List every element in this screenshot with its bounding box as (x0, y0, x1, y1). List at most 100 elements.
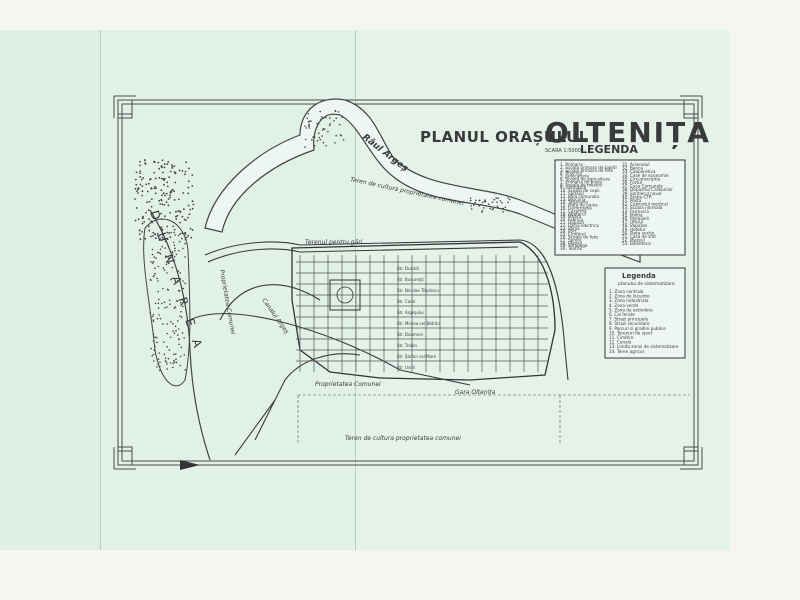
island-dot (180, 346, 183, 349)
legend-entry: 38. Depozitul Carbunilor (622, 187, 673, 192)
island-dot (178, 290, 181, 292)
marsh-dot (304, 146, 306, 148)
island-dot (173, 260, 175, 262)
island-dot (179, 315, 181, 317)
island-dot (172, 353, 175, 356)
legend-entry: 5. Judecatoria (560, 174, 589, 179)
arges-river (204, 98, 641, 263)
street-name: Str. Traian (397, 343, 417, 348)
legend-entry: 15. Piata de paine (560, 203, 598, 208)
island-dot (166, 368, 168, 370)
marsh-dot (166, 225, 169, 228)
island-dot (161, 233, 164, 236)
island-dot (182, 280, 184, 282)
legend-entry: 3. Scoala primara de fete (560, 168, 614, 173)
legend-entry: 31. Arsenalul (622, 162, 650, 167)
marsh-dot (183, 208, 185, 211)
island-dot (181, 332, 184, 334)
island-dot (169, 256, 172, 259)
legend-entry: 42. Cabinetul medical (622, 202, 668, 207)
marsh-dot (189, 227, 192, 230)
marsh-dot (167, 204, 170, 207)
marsh-dot (170, 189, 173, 192)
island-dot (161, 302, 163, 305)
marsh-dot (497, 197, 500, 199)
island-dot (177, 270, 180, 272)
marsh-dot (502, 211, 504, 213)
marsh-dot (135, 207, 138, 209)
island-dot (151, 262, 154, 264)
island-dot (150, 347, 152, 350)
marsh-dot (135, 183, 138, 186)
marsh-dot (189, 208, 192, 211)
marsh-dot (161, 236, 164, 239)
marsh-dot (508, 198, 511, 201)
legend-entry: 36. Fortul (622, 180, 642, 185)
marsh-dot (154, 185, 156, 188)
street-name: Str. Bucureşti (397, 277, 424, 282)
marsh-dot (149, 178, 151, 181)
marsh-dot (305, 127, 308, 129)
marsh-dot (187, 204, 190, 207)
marsh-dot (334, 142, 336, 144)
island-dot (179, 364, 182, 367)
island-dot (163, 341, 165, 343)
marsh-dot (340, 134, 343, 137)
marsh-dot (175, 218, 178, 220)
marsh-dot (184, 170, 187, 173)
marsh-dot (164, 177, 166, 180)
marsh-dot (172, 225, 175, 228)
marsh-dot (306, 117, 309, 120)
property-mid-label: Proprietatea Comunei (315, 381, 381, 388)
island-dot (179, 355, 182, 358)
marsh-dot (311, 139, 313, 141)
island-dot (159, 361, 161, 364)
island-dot (150, 261, 152, 263)
legend-entry: 16. Garnizoana (560, 206, 592, 211)
marsh-dot (181, 170, 184, 172)
systematization-legend-entry: 13. Limita zonei de sistematizare (609, 344, 679, 349)
island-dot (162, 267, 165, 269)
marsh-dot (318, 136, 321, 139)
marsh-dot (178, 169, 181, 172)
island-dot (159, 237, 161, 240)
marsh-dot (171, 188, 174, 191)
legend-entry: 4. Biserica (560, 171, 582, 176)
marsh-dot (161, 159, 164, 162)
marsh-dot (309, 107, 312, 110)
danube-label: DUNAREA (147, 209, 209, 363)
marsh-dot (316, 139, 319, 142)
legend-entry: 21. Depozit (560, 220, 584, 225)
systematization-legend-entry: 9. Parcuri si gradini publice (609, 326, 666, 331)
legend-entry: 51. Casa de sfat (622, 234, 656, 239)
legend-entry: 35. Circumscriptia (622, 176, 661, 181)
marsh-dot (134, 198, 136, 200)
marsh-dot (342, 139, 345, 141)
systematization-legend-subtitle: planului de sistematizare (618, 281, 675, 287)
marsh-dot (469, 197, 472, 200)
street-name: Str. Argeşului (397, 310, 424, 315)
legend-entry: 44. Farmacia (622, 209, 649, 214)
island-dot (163, 301, 166, 304)
island-dot (151, 253, 154, 256)
legend-entry: 32. Banca (622, 166, 643, 171)
island-dot (152, 313, 155, 316)
marsh-dot (308, 120, 311, 122)
field-boundaries (297, 394, 690, 445)
marsh-dot (157, 161, 160, 164)
island-dot (156, 277, 158, 280)
legend-entry: 10. Scoala de copii (560, 188, 600, 193)
island-dot (175, 330, 177, 332)
legend-entry: 22. Uzina electrica (560, 223, 599, 228)
marsh-dot (167, 198, 170, 200)
marsh-dot (491, 208, 494, 211)
marsh-dot (176, 214, 179, 217)
marsh-dot (148, 200, 151, 203)
island-dot (164, 357, 167, 360)
island-dot (157, 290, 159, 293)
island-dot (154, 336, 156, 339)
marsh-dot (166, 163, 169, 166)
island-dot (169, 336, 172, 339)
